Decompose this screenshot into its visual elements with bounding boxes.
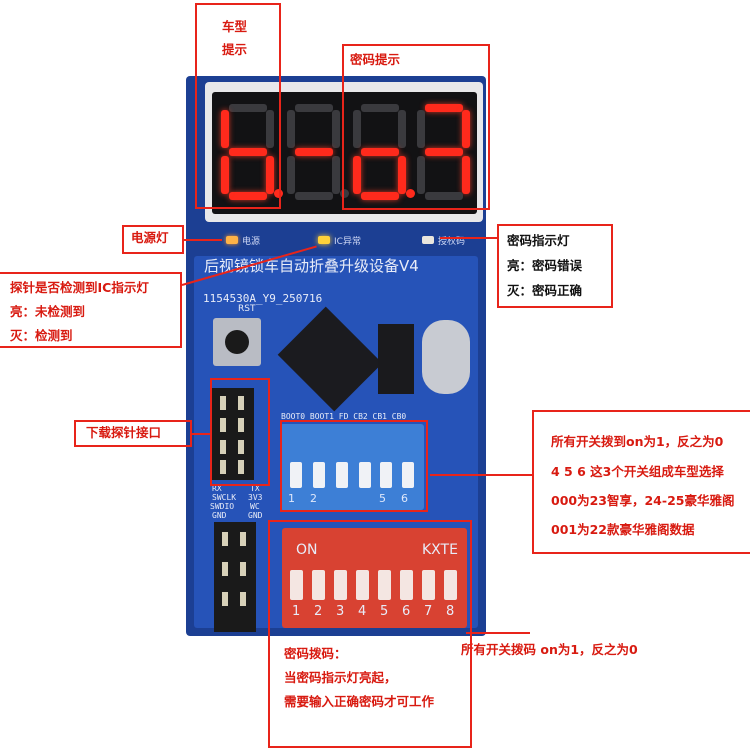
blue-dip-note-box [532,410,750,554]
blue-dip-switch-2[interactable] [313,462,325,488]
blue-dip-switch-4[interactable] [359,462,371,488]
display-digit-1 [218,104,283,202]
power-led-leader [184,239,222,241]
blue-dip-number-1: 1 [288,492,295,505]
power-led-label: 电源灯 [131,230,169,245]
header-label-tx: TX [250,484,260,493]
password-dip-switch[interactable]: ON KXTE 1 2 3 4 5 6 7 8 [282,528,467,628]
header-label-3v3: 3V3 [248,493,263,502]
header-label-swclk: SWCLK [212,493,237,502]
car-type-dip-switch[interactable]: 1 2 5 6 [280,424,424,510]
download-port-highlight-box [210,378,270,486]
blue-dip-number-6: 6 [401,492,408,505]
password-led-leader [440,237,498,239]
password-hint-label: 密码提示 [350,52,401,67]
blue-dip-note-2: 4 5 6 这3个开关组成车型选择 [551,464,724,479]
red-dip-switch-5[interactable] [378,570,391,600]
blue-dip-number-5: 5 [379,492,386,505]
red-dip-switch-7[interactable] [422,570,435,600]
board-title-silk: 后视镜锁车自动折叠升级设备V4 [204,257,419,275]
blue-dip-note-4: 001为22款豪华雅阁数据 [551,522,695,537]
blue-dip-switch-1[interactable] [290,462,302,488]
seven-segment-display [212,92,477,214]
blue-dip-number-2: 2 [310,492,317,505]
password-led [422,236,434,244]
ic-detect-title: 探针是否检测到IC指示灯 [10,280,149,295]
red-dip-rule-label: 所有开关拨码 on为1，反之为0 [461,642,638,657]
red-dip-number-1: 1 [292,604,301,619]
ic-detect-off: 灭：检测到 [10,328,73,343]
blue-dip-note-1: 所有开关拨到on为1，反之为0 [551,434,724,449]
red-dip-on-label: ON [296,542,318,558]
rst-label: RST [238,304,256,314]
red-dip-switch-8[interactable] [444,570,457,600]
red-dip-number-3: 3 [336,604,345,619]
red-dip-switch-6[interactable] [400,570,413,600]
board-serial-silk: 1154530A_Y9_250716 [203,292,323,305]
car-type-label-1: 车型 [222,19,248,34]
reset-button-cap [225,330,249,354]
red-dip-number-7: 7 [424,604,433,619]
red-dip-number-8: 8 [446,604,455,619]
red-dip-desc-1: 密码拨码： [284,646,347,661]
swd-pin-header[interactable] [214,522,256,632]
red-dip-switch-3[interactable] [334,570,347,600]
red-dip-number-4: 4 [358,604,367,619]
download-port-label-box [74,420,192,447]
blue-dip-leader [430,474,534,476]
blue-dip-switch-6[interactable] [402,462,414,488]
ic-detect-on: 亮：未检测到 [10,304,86,319]
led-label-password: 授权码 [438,237,466,247]
display-digit-4 [414,104,474,202]
download-pin-header[interactable] [212,388,254,480]
blue-dip-note-3: 000为23智享，24-25豪华雅阁 [551,493,735,508]
blue-dip-switch-3[interactable] [336,462,348,488]
car-type-label-2: 提示 [222,42,248,57]
password-led-title: 密码指示灯 [507,233,570,248]
power-led [226,236,238,244]
header-label-gnd-left: GND [212,511,227,520]
password-led-on: 亮：密码错误 [507,258,583,273]
download-port-leader [192,433,210,435]
ic-detect-label-box [0,272,182,348]
red-dip-desc-2: 当密码指示灯亮起， [284,670,397,685]
red-dip-number-5: 5 [380,604,389,619]
red-dip-highlight-box [268,520,472,748]
blue-dip-switch-5[interactable] [380,462,392,488]
red-dip-brand: KXTE [422,542,458,558]
crystal-oscillator [422,320,470,394]
red-dip-number-2: 2 [314,604,323,619]
header-label-wc: WC [250,502,260,511]
ic-led [318,236,330,244]
regulator-chip [378,324,414,394]
red-dip-desc-3: 需要输入正确密码才可工作 [284,694,435,709]
led-label-ic: IC异常 [334,237,361,247]
display-digit-2 [284,104,349,202]
header-label-gnd-right: GND [248,511,263,520]
header-label-rx: RX [212,484,222,493]
red-dip-number-6: 6 [402,604,411,619]
download-port-label: 下载探针接口 [86,425,162,440]
password-led-off: 灭：密码正确 [507,283,583,298]
red-dip-switch-2[interactable] [312,570,325,600]
display-digit-3 [350,104,415,202]
red-dip-rule-leader [466,632,530,634]
led-label-power: 电源 [242,237,261,247]
blue-dip-highlight-box [280,420,428,512]
password-led-label-box [497,224,613,308]
car-type-highlight-box [195,3,281,209]
boot-labels: BOOT0 BOOT1 FD CB2 CB1 CB0 [281,412,407,421]
red-dip-switch-4[interactable] [356,570,369,600]
red-dip-switch-1[interactable] [290,570,303,600]
password-hint-highlight-box [342,44,490,210]
power-led-label-box [122,225,184,254]
header-label-swdio: SWDIO [210,502,235,511]
